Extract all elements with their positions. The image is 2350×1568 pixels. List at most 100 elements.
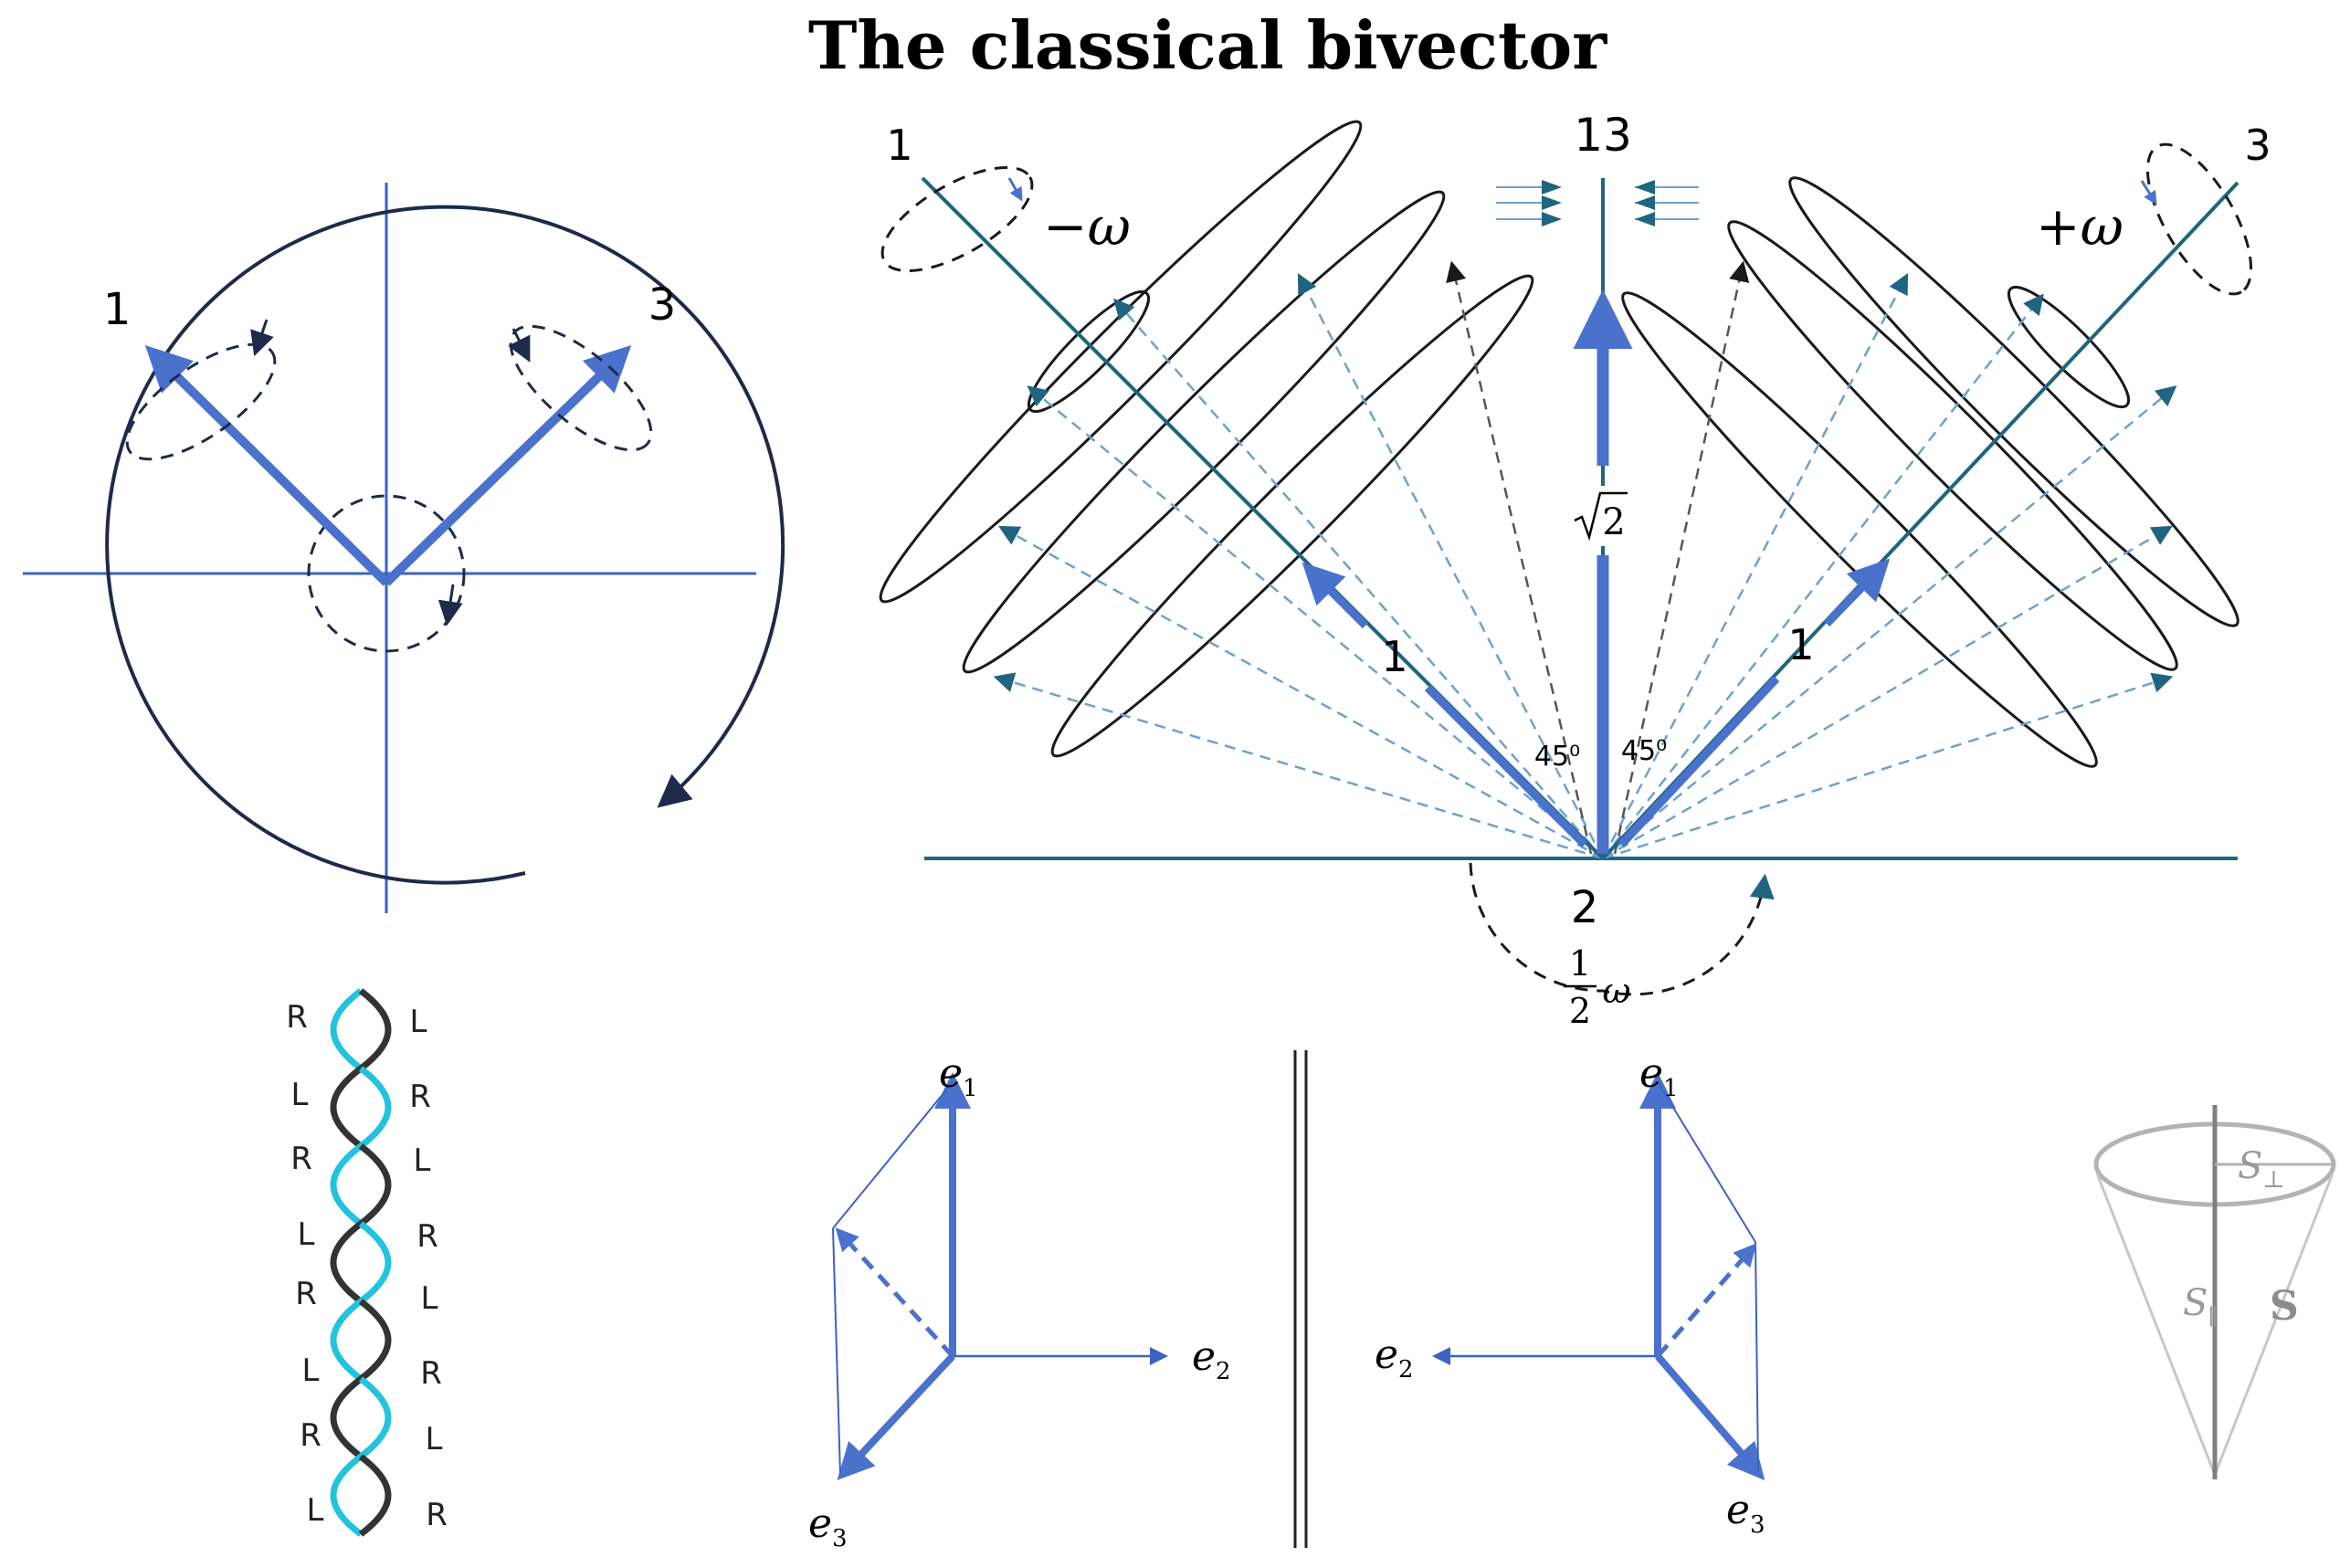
omega-ellipse-right	[2145, 142, 2253, 296]
helix-curve	[330, 1454, 364, 1537]
helix-strand	[330, 988, 392, 1537]
helix-right-letter: R	[420, 1355, 442, 1392]
flow-head	[1635, 180, 1655, 195]
frame-left-label-e3: e3	[808, 1500, 848, 1552]
e3-letter: e	[808, 1500, 832, 1547]
label-axis-2: 2	[1571, 882, 1599, 933]
frame-left-dashed	[835, 1227, 954, 1358]
e1-subscript: 1	[963, 1075, 978, 1102]
right-ellipse-1	[1788, 176, 2239, 627]
s-perp-subscript: ⊥	[2262, 1166, 2284, 1194]
helix-curve	[330, 988, 364, 1071]
left-small-ellipse	[1027, 289, 1151, 414]
e2-letter: e	[1192, 1333, 1216, 1380]
s-par-subscript: ∥	[2208, 1304, 2218, 1330]
sqrt2-radicand: 2	[1602, 501, 1625, 543]
label-angle-left: 45⁰	[1534, 741, 1580, 773]
helix-curve	[358, 1221, 392, 1304]
spin-arrow-right	[508, 328, 531, 363]
label-minus-omega: −ω	[1043, 195, 1131, 258]
sqrt2-background	[1573, 486, 1633, 546]
ray	[1602, 672, 2174, 860]
helix-right-letter: L	[410, 1004, 427, 1040]
frame-right: e1 e2 e3	[1375, 1050, 1765, 1539]
helix-panel: R L R L R L R L L R L R L R L R	[286, 988, 448, 1537]
ray	[1602, 293, 2044, 859]
sqrt2-label: 2	[1574, 491, 1628, 543]
cone-side-right	[2213, 1173, 2334, 1476]
omega-arrow-right	[2140, 180, 2157, 205]
right-small-ellipse	[2007, 285, 2131, 409]
half-omega-arc	[1469, 862, 1775, 996]
label-vector-1: 1	[103, 284, 132, 335]
e2-subscript: 2	[1398, 1356, 1414, 1384]
frame-left-label-e2: e2	[1192, 1333, 1231, 1385]
vector-3-segment	[1618, 675, 1780, 848]
helix-right-letter: R	[416, 1218, 438, 1255]
helix-left-letter: L	[298, 1216, 315, 1253]
inner-rotation-arrow	[437, 584, 463, 626]
frame-left: e1 e2 e3	[808, 1050, 1231, 1552]
compression-arrows	[1496, 186, 1699, 220]
helix-left-letter: L	[291, 1077, 309, 1113]
helix-curve	[358, 1299, 392, 1382]
label-vector-3: 3	[648, 279, 677, 331]
helix-left-letter: L	[302, 1352, 320, 1389]
frame-right-edge	[1755, 1241, 1759, 1473]
frame-right-e3	[1654, 1353, 1765, 1481]
ray	[998, 525, 1604, 860]
label-axis-3: 3	[2244, 121, 2271, 170]
half-denominator: 2	[1569, 991, 1591, 1031]
left-ellipse-3	[1050, 274, 1534, 758]
spin-arrow-left	[250, 319, 274, 357]
helix-curve	[330, 1221, 364, 1304]
half-omega-label: 1 2 ω	[1564, 943, 1631, 1031]
outer-circle-arc	[105, 205, 785, 885]
cone-label-s-perp: S⊥	[2238, 1145, 2285, 1194]
vector-1-arrow	[144, 344, 390, 586]
vector-3-arrow	[383, 345, 632, 586]
helix-left-letter: R	[295, 1276, 317, 1312]
e3-subscript: 3	[832, 1525, 848, 1552]
helix-left-letter: R	[290, 1141, 312, 1177]
cone-side-left	[2095, 1173, 2217, 1476]
frame-right-label-e3: e3	[1726, 1487, 1765, 1539]
vector-3-tip	[1823, 558, 1891, 627]
helix-right-letter: L	[426, 1421, 443, 1458]
half-numerator: 1	[1569, 943, 1591, 984]
diagram-title: The classical bivector	[808, 6, 1607, 84]
flow-head	[1635, 212, 1655, 226]
ray	[993, 672, 1604, 860]
helix-curve	[330, 1066, 364, 1149]
s-par-letter: S	[2183, 1282, 2208, 1324]
radical-sign	[1574, 491, 1628, 542]
dashed-rays	[993, 273, 2177, 860]
helix-curve	[330, 1143, 364, 1226]
frame-right-label-e1: e1	[1639, 1050, 1679, 1102]
left-ellipse-1	[879, 120, 1363, 604]
s-perp-letter: S	[2238, 1145, 2262, 1187]
apex-rays	[1446, 260, 1750, 855]
helix-right-letter: L	[414, 1142, 431, 1179]
bivector-diagram: 1 13 3 −ω +ω 2 1 1 45⁰ 45⁰ 2 1 2 ω	[879, 109, 2271, 1031]
helix-right-letter: R	[426, 1497, 448, 1533]
vector-1-segment	[1424, 684, 1588, 848]
cone-label-s: S	[2270, 1283, 2299, 1330]
apex-ray-right	[1613, 260, 1750, 855]
helix-left-letter: L	[307, 1492, 324, 1529]
helix-curve	[330, 1299, 364, 1382]
vector-1-tip	[1301, 562, 1369, 629]
helix-letters: R L R L R L R L L R L R L R L R	[286, 999, 448, 1533]
helix-curve	[358, 1376, 392, 1459]
flow-head	[1542, 212, 1562, 226]
frame-right-dashed	[1656, 1243, 1757, 1358]
label-plus-omega: +ω	[2036, 195, 2123, 258]
left-cone-ellipses	[879, 120, 1534, 758]
helix-left-letter: R	[300, 1417, 321, 1454]
right-ellipse-2	[1727, 220, 2178, 671]
frame-right-edge	[1657, 1081, 1756, 1243]
label-axis-1: 1	[886, 121, 912, 170]
e1-letter: e	[939, 1050, 963, 1097]
inner-dashed-circle	[307, 494, 466, 653]
